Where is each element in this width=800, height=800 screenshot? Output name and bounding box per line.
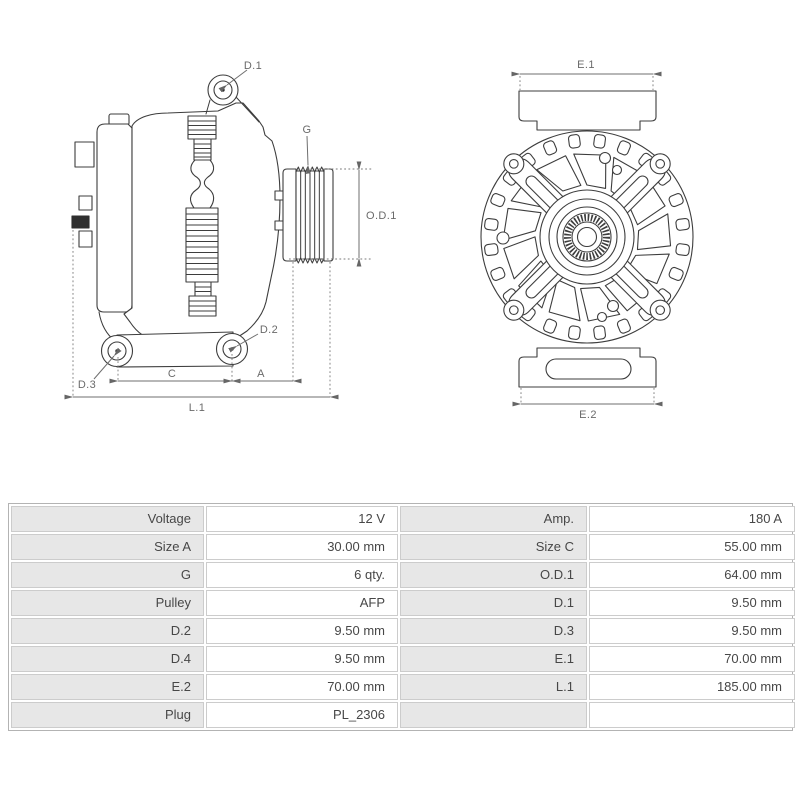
- spec-row: Voltage 12 V Amp. 180 A: [11, 506, 795, 532]
- mount-lug-d3: [102, 336, 133, 367]
- spec-value-cell: 70.00 mm: [589, 646, 795, 672]
- spec-value-cell: 9.50 mm: [589, 618, 795, 644]
- spec-label-cell: Size C: [400, 534, 587, 560]
- front-view: E.1 E.2: [481, 59, 693, 421]
- spec-value-cell: 55.00 mm: [589, 534, 795, 560]
- spec-label-cell: D.2: [11, 618, 204, 644]
- spec-label-cell: E.2: [11, 674, 204, 700]
- pulley-hub: [540, 190, 634, 284]
- spec-value-cell: 9.50 mm: [589, 590, 795, 616]
- dim-label-l1: L.1: [189, 402, 206, 414]
- spec-row: D.4 9.50 mm E.1 70.00 mm: [11, 646, 795, 672]
- bracket-slot: [546, 359, 631, 379]
- spec-row: E.2 70.00 mm L.1 185.00 mm: [11, 674, 795, 700]
- terminal-connector: [72, 216, 89, 228]
- dim-label-c: C: [168, 368, 176, 380]
- spec-value-cell: 9.50 mm: [206, 646, 398, 672]
- top-bracket: [519, 91, 656, 130]
- spec-row: G 6 qty. O.D.1 64.00 mm: [11, 562, 795, 588]
- terminal-stud: [79, 196, 92, 210]
- spec-label-cell: E.1: [400, 646, 587, 672]
- spec-row: Plug PL_2306: [11, 702, 795, 728]
- spec-label-cell: O.D.1: [400, 562, 587, 588]
- spec-label-cell: G: [11, 562, 204, 588]
- spec-value-cell: 185.00 mm: [589, 674, 795, 700]
- spec-label-cell: D.1: [400, 590, 587, 616]
- spec-value-cell: 6 qty.: [206, 562, 398, 588]
- spec-label-cell: D.4: [11, 646, 204, 672]
- spec-label-cell: Pulley: [11, 590, 204, 616]
- dim-label-d2: D.2: [260, 324, 278, 336]
- spec-label-cell: Amp.: [400, 506, 587, 532]
- spec-row: Pulley AFP D.1 9.50 mm: [11, 590, 795, 616]
- dim-label-e1: E.1: [577, 59, 595, 71]
- spec-label-cell: Voltage: [11, 506, 204, 532]
- pulley-grooves: [296, 167, 324, 263]
- spec-value-cell: 9.50 mm: [206, 618, 398, 644]
- mount-bar: [117, 332, 233, 367]
- side-view: D.1 G O.D.1 D.2 D.3 C A L.1: [72, 60, 397, 414]
- dim-label-od1: O.D.1: [366, 210, 397, 222]
- spec-label-cell: [400, 702, 587, 728]
- terminal-block: [75, 142, 94, 167]
- spec-table: Voltage 12 V Amp. 180 A Size A 30.00 mm …: [9, 504, 797, 730]
- dim-label-e2: E.2: [579, 409, 597, 421]
- spec-value-cell: 180 A: [589, 506, 795, 532]
- spec-label-cell: Plug: [11, 702, 204, 728]
- spec-value-cell: 64.00 mm: [589, 562, 795, 588]
- spec-label-cell: Size A: [11, 534, 204, 560]
- dim-label-a: A: [257, 368, 265, 380]
- dim-label-d1: D.1: [244, 60, 262, 72]
- spec-label-cell: L.1: [400, 674, 587, 700]
- spec-value-cell: [589, 702, 795, 728]
- leader-g: [307, 136, 308, 165]
- spec-value-cell: PL_2306: [206, 702, 398, 728]
- technical-diagram: D.1 G O.D.1 D.2 D.3 C A L.1: [0, 0, 800, 470]
- terminal-stud: [79, 231, 92, 247]
- spec-table-wrapper: Voltage 12 V Amp. 180 A Size A 30.00 mm …: [8, 503, 793, 731]
- spec-value-cell: 30.00 mm: [206, 534, 398, 560]
- rear-housing: [97, 124, 132, 312]
- spec-value-cell: 12 V: [206, 506, 398, 532]
- pulley: [283, 167, 333, 263]
- spec-row: D.2 9.50 mm D.3 9.50 mm: [11, 618, 795, 644]
- spec-value-cell: 70.00 mm: [206, 674, 398, 700]
- spec-value-cell: AFP: [206, 590, 398, 616]
- spec-label-cell: D.3: [400, 618, 587, 644]
- spec-row: Size A 30.00 mm Size C 55.00 mm: [11, 534, 795, 560]
- dim-label-d3: D.3: [78, 379, 96, 391]
- dim-label-g: G: [303, 124, 312, 136]
- rear-housing-boss: [109, 114, 129, 125]
